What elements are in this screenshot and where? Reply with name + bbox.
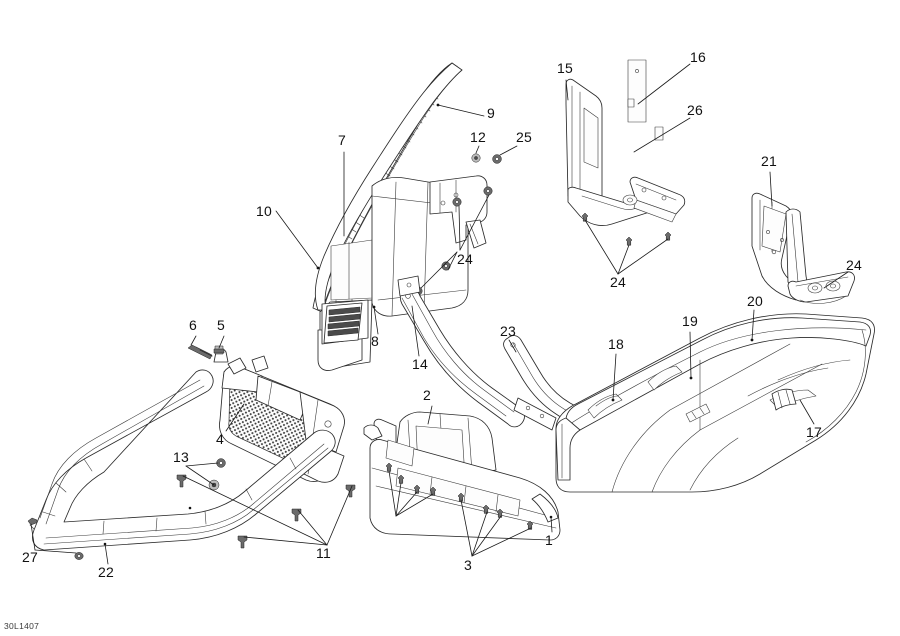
fastener-24-b bbox=[452, 197, 462, 207]
fastener-24-g bbox=[664, 231, 672, 241]
callout-3[interactable]: 3 bbox=[464, 557, 472, 573]
callout-16[interactable]: 16 bbox=[690, 49, 706, 65]
callout-8[interactable]: 8 bbox=[371, 333, 379, 349]
fastener-3-2 bbox=[482, 504, 490, 514]
part-support-brace-left bbox=[397, 275, 525, 428]
fastener-24-f bbox=[625, 236, 633, 246]
fastener-5 bbox=[213, 345, 225, 355]
fastener-27-2 bbox=[74, 552, 84, 560]
callout-27[interactable]: 27 bbox=[22, 549, 38, 565]
callout-24[interactable]: 24 bbox=[457, 251, 473, 267]
fastener-3-4 bbox=[526, 520, 534, 530]
callout-23[interactable]: 23 bbox=[500, 323, 516, 339]
callout-9[interactable]: 9 bbox=[487, 105, 495, 121]
callout-18[interactable]: 18 bbox=[608, 336, 624, 352]
drawing-code: 30L1407 bbox=[4, 621, 40, 631]
callout-24-b[interactable]: 24 bbox=[610, 274, 626, 290]
callout-6[interactable]: 6 bbox=[189, 317, 197, 333]
fastener-25 bbox=[492, 154, 502, 164]
fastener-6-4 bbox=[429, 486, 437, 496]
callout-7[interactable]: 7 bbox=[338, 132, 346, 148]
callout-26[interactable]: 26 bbox=[687, 102, 703, 118]
leader-lines bbox=[30, 63, 849, 565]
part-hood-assembly bbox=[312, 62, 469, 371]
part-left-footrest bbox=[751, 192, 855, 304]
part-hood-bracket bbox=[413, 153, 502, 296]
fastener-12 bbox=[471, 153, 481, 163]
callout-4[interactable]: 4 bbox=[216, 431, 224, 447]
fastener-11-3 bbox=[345, 484, 356, 498]
fastener-13-1 bbox=[216, 458, 226, 468]
callout-19[interactable]: 19 bbox=[682, 313, 698, 329]
callout-25[interactable]: 25 bbox=[516, 129, 532, 145]
part-right-footrest bbox=[565, 59, 686, 246]
fastener-24-d bbox=[441, 261, 451, 271]
fastener-11-2 bbox=[291, 508, 302, 522]
part-right-side-panel bbox=[555, 313, 875, 493]
fastener-11-1 bbox=[237, 535, 248, 549]
callout-11[interactable]: 11 bbox=[316, 545, 331, 561]
callout-17[interactable]: 17 bbox=[806, 424, 822, 440]
fastener-24-a bbox=[483, 186, 493, 196]
callout-12[interactable]: 12 bbox=[470, 129, 486, 145]
callout-20[interactable]: 20 bbox=[747, 293, 763, 309]
fastener-3-3 bbox=[496, 508, 504, 518]
part-lower-side-panel bbox=[363, 411, 561, 541]
callout-1[interactable]: 1 bbox=[545, 532, 553, 548]
fastener-3-1 bbox=[457, 492, 465, 502]
fastener-6-3 bbox=[413, 484, 421, 494]
callout-5[interactable]: 5 bbox=[217, 317, 225, 333]
callout-13[interactable]: 13 bbox=[173, 449, 189, 465]
fastener-27-1 bbox=[27, 517, 38, 530]
callout-14[interactable]: 14 bbox=[412, 356, 428, 372]
callout-2[interactable]: 2 bbox=[423, 387, 431, 403]
fastener-11-4 bbox=[176, 474, 187, 488]
fastener-24-e bbox=[581, 212, 589, 222]
callout-15[interactable]: 15 bbox=[557, 60, 573, 76]
callout-21[interactable]: 21 bbox=[761, 153, 777, 169]
fastener-6-pin bbox=[187, 344, 213, 360]
fastener-6-2 bbox=[397, 474, 405, 484]
fastener-6-1 bbox=[385, 462, 393, 472]
callout-10[interactable]: 10 bbox=[256, 203, 272, 219]
callout-24-c[interactable]: 24 bbox=[846, 257, 862, 273]
callout-22[interactable]: 22 bbox=[98, 564, 114, 580]
